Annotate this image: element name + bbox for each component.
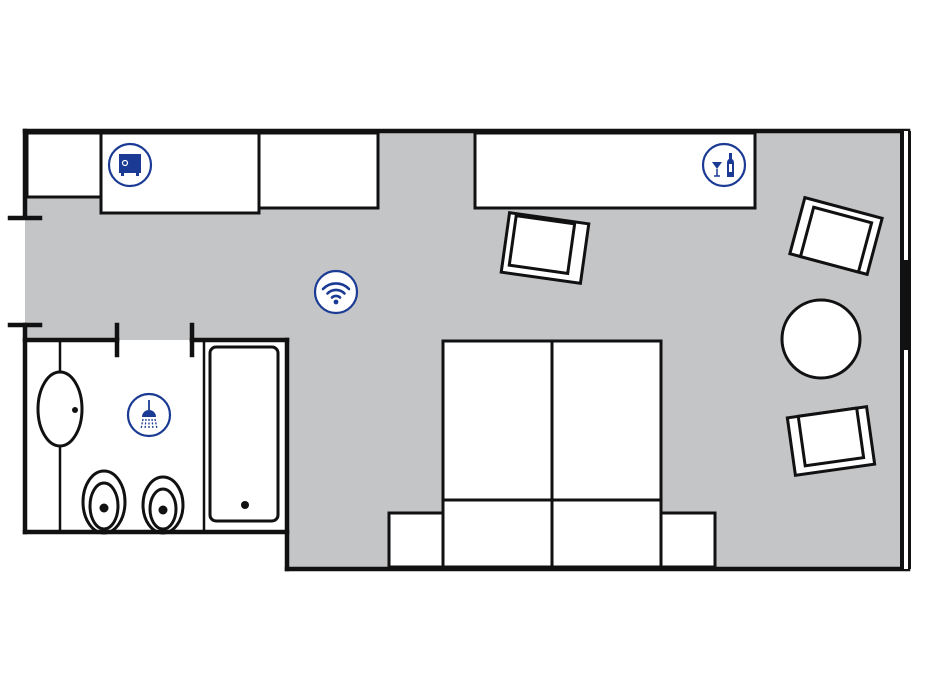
- nightstand-right: [659, 511, 717, 569]
- window-wall: [900, 131, 911, 569]
- round-table: [780, 298, 862, 380]
- toilet: [81, 469, 127, 535]
- bathtub: [208, 345, 280, 523]
- walls: [7, 128, 911, 572]
- armchair-2: [788, 195, 884, 277]
- bidet: [141, 475, 185, 535]
- nightstand-left: [387, 511, 445, 569]
- window: [904, 350, 908, 440]
- tub-drain: [241, 501, 249, 509]
- armchair-1: [499, 211, 591, 285]
- closet-right: [257, 131, 380, 210]
- sink-drain: [72, 407, 78, 413]
- armchair-3: [785, 405, 877, 477]
- sink: [36, 370, 84, 448]
- closet-left: [25, 131, 103, 199]
- minibar-icon: [701, 142, 747, 188]
- safe-icon: [107, 142, 153, 188]
- wifi-icon: [313, 269, 359, 315]
- shower-icon: [126, 392, 172, 438]
